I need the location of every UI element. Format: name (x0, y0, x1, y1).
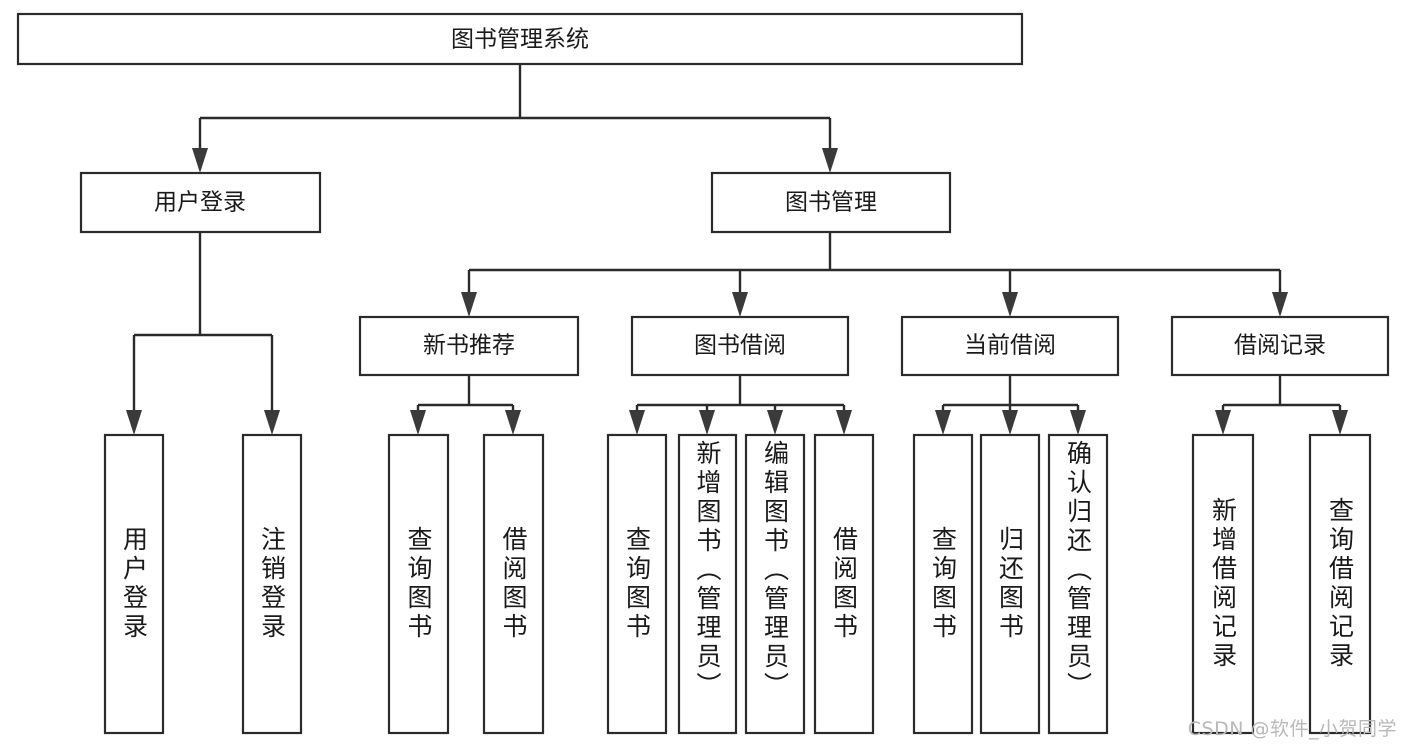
arrow-head-icon (1272, 292, 1288, 317)
watermark-text: CSDN @软件_小贺同学 (1187, 718, 1397, 740)
node-book-borrow[interactable]: 图书借阅 (630, 315, 850, 377)
node-user-login[interactable]: 用户登录 (79, 171, 322, 234)
leaf-node-currentborrow-confirm[interactable] (1047, 433, 1109, 735)
arrow-head-icon (935, 410, 951, 435)
arrow-head-icon (767, 410, 783, 435)
arrow-head-icon (505, 410, 521, 435)
connector-newbook-to-leaves (410, 375, 521, 435)
leaf-node-newbook-borrow[interactable] (482, 433, 545, 735)
node-current-borrow-label: 当前借阅 (964, 333, 1056, 359)
arrow-head-icon (1002, 410, 1018, 435)
leaf-node-bookborrow-borrow[interactable] (813, 433, 875, 735)
node-book-management-label: 图书管理 (785, 190, 877, 216)
arrow-head-icon (264, 410, 280, 435)
connector-bookmgmt-to-level3 (461, 232, 1288, 317)
node-borrow-record[interactable]: 借阅记录 (1170, 315, 1390, 377)
leaf-node-bookborrow-add[interactable] (677, 433, 738, 735)
leaf-node-bookborrow-edit[interactable] (744, 433, 806, 735)
arrow-head-icon (1215, 410, 1231, 435)
arrow-head-icon (126, 410, 142, 435)
connector-currentborrow-to-leaves (935, 375, 1086, 435)
leaf-node-newbook-query[interactable] (387, 433, 450, 735)
arrow-head-icon (410, 410, 426, 435)
node-book-management[interactable]: 图书管理 (710, 171, 952, 234)
node-borrow-record-label: 借阅记录 (1234, 333, 1326, 359)
leaf-node-borrowrecord-add[interactable] (1191, 433, 1255, 735)
arrow-head-icon (822, 148, 838, 173)
node-new-book-recommend-label: 新书推荐 (423, 333, 515, 359)
leaf-node-currentborrow-return[interactable] (979, 433, 1041, 735)
connector-root-to-level2 (192, 64, 838, 173)
connector-borrowrecord-to-leaves (1215, 375, 1348, 435)
node-book-borrow-label: 图书借阅 (694, 333, 786, 359)
arrow-head-icon (629, 410, 645, 435)
connector-bookborrow-to-leaves (629, 375, 852, 435)
leaf-node-user-login-logout[interactable] (241, 433, 303, 735)
arrow-head-icon (1332, 410, 1348, 435)
leaf-node-borrowrecord-query[interactable] (1308, 433, 1372, 735)
leaf-node-currentborrow-query[interactable] (912, 433, 974, 735)
node-root-label: 图书管理系统 (451, 27, 589, 53)
leaf-node-bookborrow-query[interactable] (606, 433, 668, 735)
leaf-node-user-login-login[interactable] (103, 433, 165, 735)
arrow-head-icon (461, 292, 477, 317)
arrow-head-icon (732, 292, 748, 317)
connector-userlogin-to-leaves (126, 232, 280, 435)
node-current-borrow[interactable]: 当前借阅 (900, 315, 1120, 377)
arrow-head-icon (1070, 410, 1086, 435)
arrow-head-icon (699, 410, 715, 435)
node-root[interactable]: 图书管理系统 (16, 12, 1024, 66)
node-new-book-recommend[interactable]: 新书推荐 (358, 315, 580, 377)
arrow-head-icon (192, 148, 208, 173)
arrow-head-icon (1002, 292, 1018, 317)
arrow-head-icon (836, 410, 852, 435)
node-user-login-label: 用户登录 (154, 190, 246, 216)
